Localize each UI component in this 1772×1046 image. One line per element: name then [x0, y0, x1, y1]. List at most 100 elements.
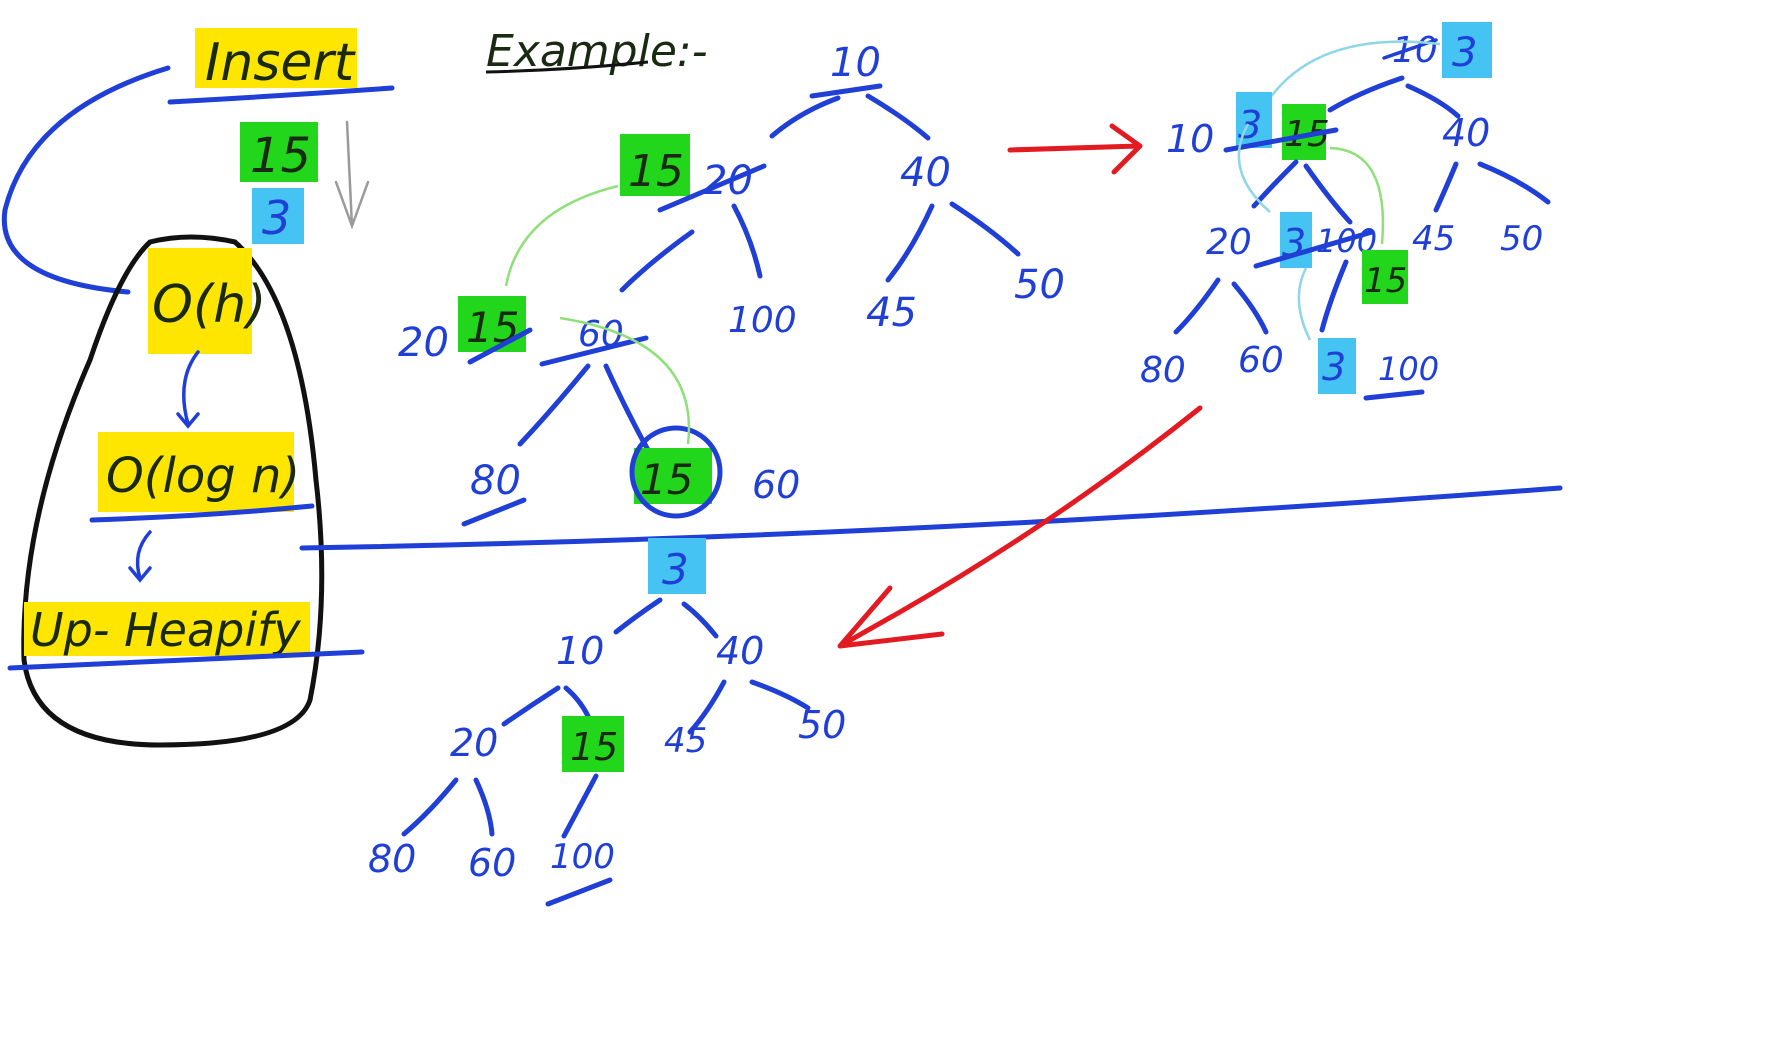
tree3-edge-l2-c: [561, 773, 599, 839]
tree2-node-l2-1: 20: [1206, 222, 1252, 263]
tree3-node-l2-2: 15: [570, 725, 618, 769]
tree1-node-l2-1: 20: [398, 320, 449, 366]
tree2-underline-100: [1363, 389, 1425, 401]
inserted-value-15: 15: [250, 128, 311, 184]
tree3-node-l2-4: 50: [798, 703, 846, 747]
tree2-node-l2-4: 45: [1412, 219, 1455, 259]
tree1-edge-60-right: [603, 363, 651, 453]
tree1-node-l3-2: 15: [640, 455, 693, 504]
insert-highlight: [195, 28, 357, 88]
tree3-edge-l1-b: [563, 685, 591, 719]
tree3-edge-l2-a: [401, 777, 459, 837]
tree1-node-l3-3: 60: [752, 463, 800, 507]
tree1-edge-root-left: [769, 95, 841, 139]
tree1-circle-15: [629, 425, 723, 519]
logn-underline: [89, 503, 315, 523]
tree2-strike-l1: [1223, 127, 1339, 153]
insert-title: Insert: [205, 33, 356, 93]
tree3-node-l2-3: 45: [664, 721, 707, 761]
heapify-underline: [7, 649, 365, 671]
left-panel: Insert 15 3 O(h) O(log n) Up- Heapify: [1, 28, 395, 748]
complexity-logn: O(log n): [106, 448, 300, 504]
tree2-edge-l1-d: [1477, 161, 1551, 205]
divider-line: [299, 485, 1563, 551]
tree2-node-root-new: 3: [1452, 30, 1477, 76]
tree3-edge-l2-b: [473, 777, 495, 837]
tree2-node-l1-1: 10: [1166, 117, 1214, 161]
tree3-root-highlight: [648, 538, 706, 594]
tree3-node-l3-3: 100: [550, 837, 615, 877]
tree1-swap-15-bottom-highlight: [634, 448, 712, 504]
tree1-edge-root-right: [865, 93, 931, 141]
tree1-node-l3-1: 80: [470, 458, 521, 504]
oh-highlight: [148, 248, 252, 354]
tree1-edge-l1right-l2right: [949, 201, 1021, 257]
tree2-cyan-up-2: [1237, 123, 1271, 213]
tree2-node-l2-5: 50: [1500, 219, 1543, 259]
tree2-node-l1-4: 40: [1442, 111, 1490, 155]
example-underline: [485, 60, 649, 74]
tree2-edge-root-left: [1327, 75, 1405, 113]
complexity-outline: [21, 234, 325, 748]
tree1-edge-l1left-l2right: [731, 203, 763, 279]
tree2-cyan-arrow: [1268, 40, 1441, 99]
value-15-highlight: [240, 122, 318, 182]
example-label: Example:-: [486, 26, 708, 77]
complexity-oh: O(h): [152, 275, 266, 335]
oh-to-logn-arrow: [176, 350, 200, 429]
tree1-swap-15-highlight: [620, 134, 690, 196]
tree3-node-l3-1: 80: [368, 837, 416, 881]
tree1-upheap-arrow-2: [504, 184, 619, 287]
tree1-node-l2-2: 100: [728, 300, 797, 341]
tree2-node-l3-2: 60: [1238, 340, 1284, 381]
tree3-node-l1-2: 40: [716, 629, 764, 673]
value-3-highlight: [252, 188, 304, 244]
tree2-strike-l2: [1253, 229, 1375, 269]
tree3-edge-l1-c: [687, 679, 727, 735]
tree1-swap-label-top: 15: [628, 146, 684, 197]
tree1-edge-l1left-l2left: [619, 229, 695, 293]
tree2-swap-stroke: [1319, 259, 1349, 333]
tree2-node-l3-3: 3: [1322, 345, 1346, 389]
tree2-edge-l1-b: [1303, 163, 1353, 225]
tree1-edge-60-left: [517, 363, 591, 447]
tree3-edge-l1-a: [501, 685, 561, 727]
tree2-l3-3-highlight: [1318, 338, 1356, 394]
tree2-edge-l1-c: [1433, 161, 1459, 213]
red-arrow-right: [1007, 123, 1143, 175]
inserted-value-3: 3: [262, 191, 291, 245]
tree1-node-l2-3: 45: [866, 290, 917, 336]
tree2-edge-root-right: [1405, 83, 1461, 119]
tree1-swap-15-mid-highlight: [458, 296, 526, 352]
tree3-underline-100: [545, 877, 613, 907]
tree3-node-l2-1: 20: [450, 721, 498, 765]
tree2-green-down: [1329, 146, 1385, 245]
tree3-edge-l1-d: [749, 679, 811, 711]
tree2-node-l3-1: 80: [1140, 350, 1186, 391]
tree1-strike-mid-15: [467, 327, 533, 365]
tree2-badge-15: 15: [1364, 261, 1407, 301]
insert-underline: [167, 85, 395, 105]
tree2-node-root-struck: 10: [1392, 30, 1438, 71]
tree1-swap-label-mid: 15: [466, 303, 519, 352]
tree1-upheap-arrow-1: [559, 316, 691, 445]
tree2-cyan-up-1: [1297, 267, 1312, 341]
tree1-underline-80: [461, 497, 527, 527]
heapify-highlight: [24, 602, 310, 656]
tree3-edge-root-right: [681, 601, 719, 639]
tree2-node-l3-4: 100: [1378, 350, 1439, 388]
insert-loop-arrow: [1, 65, 171, 295]
down-arrow-icon: [334, 120, 370, 230]
tree3-node-l1-1: 10: [556, 629, 604, 673]
logn-to-heapify-arrow: [128, 530, 152, 583]
tree2-edge-l1-a: [1251, 159, 1299, 209]
tree1-node-l1-right: 40: [900, 150, 951, 196]
tree-3: 3 10 40 20 15 45 50 80 60 100: [368, 538, 846, 907]
tree1-edge-l1right-l2left: [885, 203, 935, 283]
tree3-node-l3-2: 60: [468, 841, 516, 885]
tree1-strike-60: [539, 335, 649, 367]
tree3-edge-root-left: [613, 597, 663, 635]
tree2-edge-l2-a: [1173, 277, 1221, 335]
logn-highlight: [98, 432, 294, 512]
